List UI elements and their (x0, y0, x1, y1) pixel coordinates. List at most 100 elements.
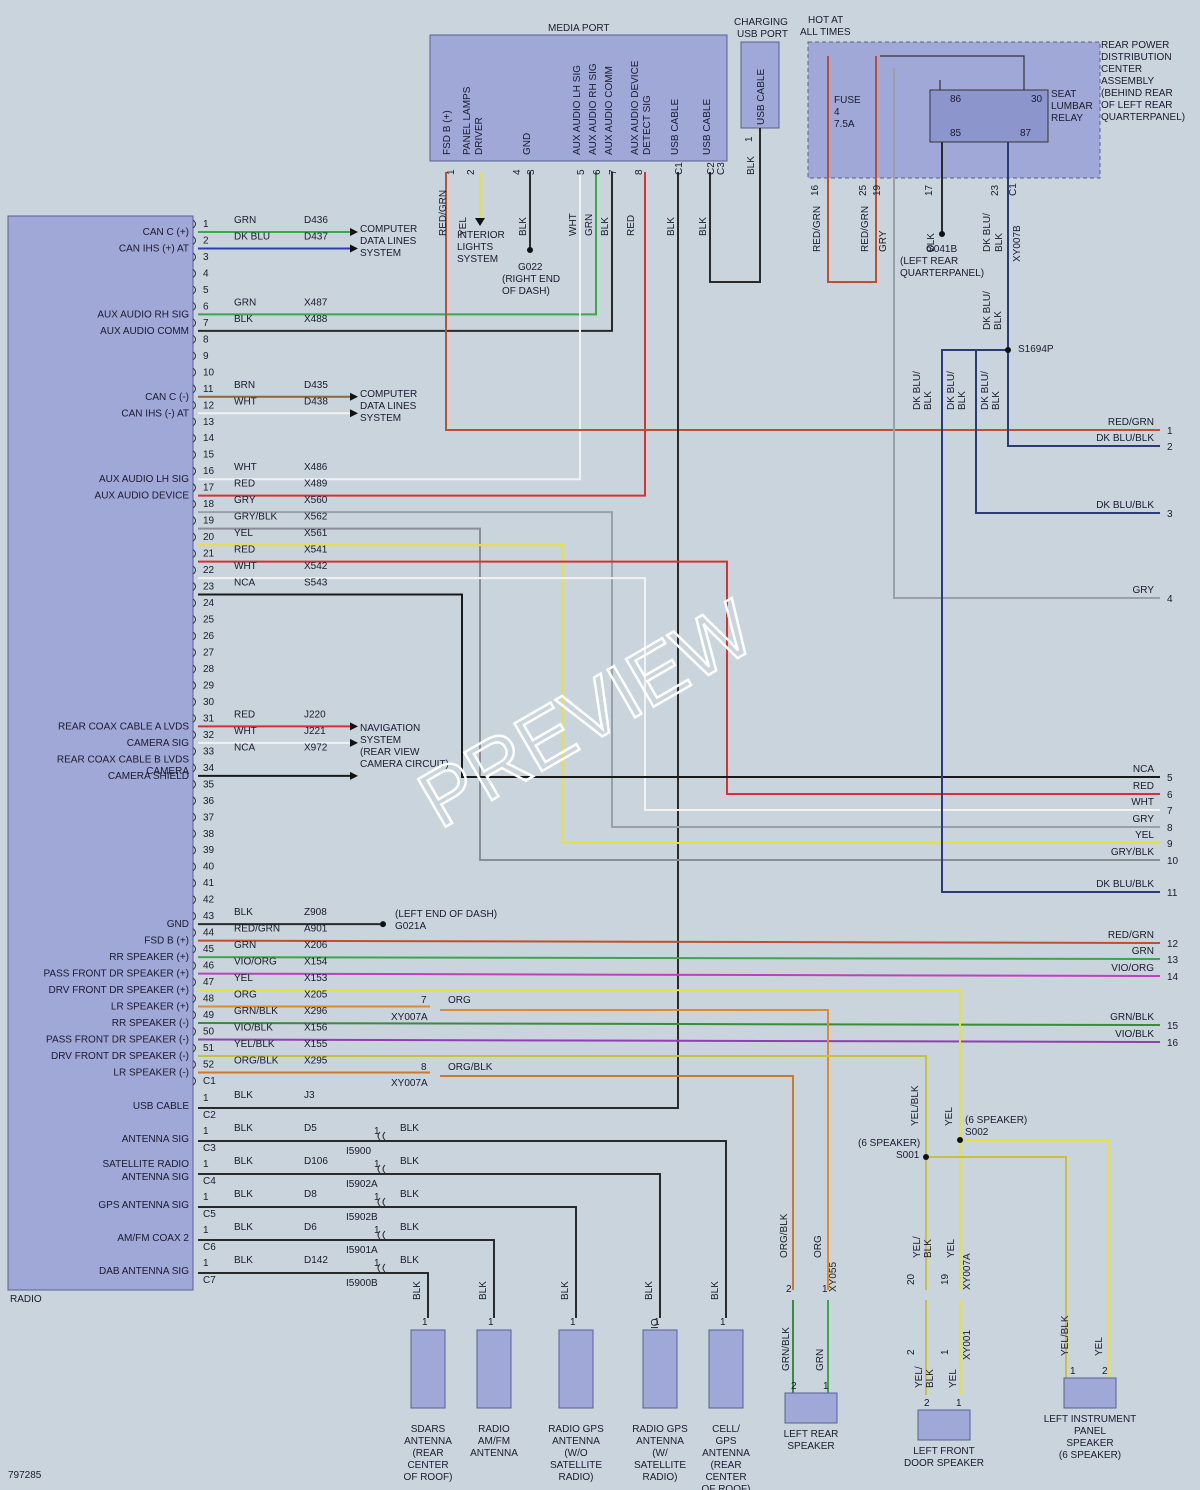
pin-terminal (192, 466, 196, 476)
right-wire-color: RED (1133, 781, 1154, 792)
pin-number: 18 (203, 499, 215, 510)
speaker-caption: LEFT FRONT (913, 1446, 974, 1457)
pin-number: 1 (822, 1284, 828, 1295)
connector-id: C2 (203, 1110, 216, 1121)
speaker-caption: SPEAKER (787, 1441, 834, 1452)
pin-number: 8 (421, 1062, 427, 1073)
splice-id: S1694P (1018, 344, 1054, 355)
pin-terminal (192, 450, 196, 460)
antenna-caption: (W/ (652, 1448, 668, 1459)
dest-label: LIGHTS (457, 242, 493, 253)
wire-speaker-out (197, 1038, 1161, 1043)
pin-number: 38 (203, 829, 215, 840)
circuit-id: Z908 (304, 907, 327, 918)
circuit-id: X296 (304, 1006, 328, 1017)
connector-id: XY055 (828, 1262, 839, 1292)
pin-number: 20 (203, 532, 215, 543)
pin-function: CAMERA SIG (127, 738, 189, 749)
right-pin: 16 (1167, 1038, 1179, 1049)
pin-function: DRV FRONT DR SPEAKER (-) (51, 1051, 189, 1062)
rpdc-title: REAR POWER (1101, 40, 1169, 51)
pin-number: 42 (203, 895, 215, 906)
seat-lumbar-relay (929, 89, 1049, 143)
pin-function: USB CABLE (133, 1101, 189, 1112)
dest-label: (LEFT END OF DASH) (395, 909, 497, 920)
right-pin: 1 (1167, 426, 1173, 437)
splice-label: S001 (896, 1150, 920, 1161)
circuit-id: X560 (304, 495, 328, 506)
antenna-module (476, 1329, 512, 1409)
media-pin-number: 7 (608, 169, 619, 175)
circuit-id: X487 (304, 297, 328, 308)
speaker-pin: 2 (1102, 1366, 1108, 1377)
wire-usb-cable (198, 172, 679, 1109)
pin-number: 43 (203, 911, 215, 922)
pin-terminal (192, 302, 196, 311)
right-wire-color: GRY (1133, 814, 1155, 825)
rpdc-title: CENTER (1101, 64, 1142, 75)
wire-dkblu-3 (975, 349, 1160, 514)
relay-pin: 85 (950, 128, 962, 139)
pin-number: 19 (203, 516, 215, 527)
pin-function: LR SPEAKER (-) (113, 1067, 189, 1078)
pin-number: 35 (203, 779, 215, 790)
antenna-caption: (REAR (412, 1448, 443, 1459)
wire-color: WHT (234, 726, 257, 737)
antenna-caption: ANTENNA (404, 1436, 452, 1447)
right-pin: 7 (1167, 806, 1173, 817)
wire-speaker-out (197, 939, 1161, 944)
speaker-wire-color: YEL (1094, 1337, 1105, 1356)
wire-color: DK BLU/ (946, 371, 957, 410)
wire-color: ORG (448, 995, 471, 1006)
speaker-pin: 1 (1070, 1366, 1076, 1377)
pin-number: 27 (203, 647, 215, 658)
pin-function: AM/FM COAX 2 (117, 1233, 189, 1244)
pin-number: 1 (203, 1126, 209, 1137)
pin-number: 31 (203, 713, 215, 724)
pin-function: CAN C (-) (145, 392, 189, 403)
speaker-wire-color: ORG/BLK (779, 1213, 790, 1258)
fuse-label: FUSE (834, 95, 861, 106)
charging-usb-module (740, 41, 780, 129)
media-pin-function: AUX AUDIO COMM (604, 66, 615, 155)
wire-aux-rh (198, 172, 597, 316)
right-wire-color: YEL (1135, 830, 1154, 841)
relay-pin: 30 (1031, 94, 1043, 105)
antenna-caption: RADIO GPS (632, 1424, 688, 1435)
dest-label: COMPUTER (360, 389, 417, 400)
wire-drv-plus (198, 989, 961, 1290)
wire-color: VIO/ORG (234, 957, 277, 968)
ground-symbol (380, 921, 386, 928)
wire-color: DK BLU/ (912, 371, 923, 410)
right-pin: 5 (1167, 773, 1173, 784)
pin-number: 6 (203, 301, 209, 312)
circuit-id: X489 (304, 479, 328, 490)
antenna-wire-color: BLK (478, 1281, 489, 1300)
fuse-label: 7.5A (834, 119, 855, 130)
pin-number: 30 (203, 697, 215, 708)
pin-terminal (192, 334, 196, 344)
antenna-module (708, 1329, 744, 1409)
splice-id: I5900 (346, 1146, 371, 1157)
pin-terminal (192, 318, 196, 328)
antenna-caption: ANTENNA (636, 1436, 684, 1447)
connector-id: XY007A (391, 1078, 428, 1089)
right-pin: 6 (1167, 790, 1173, 801)
relay-label: SEAT (1051, 89, 1076, 100)
pin-number: 40 (203, 862, 215, 873)
pin-number: 1 (203, 1093, 209, 1104)
pin-number: 7 (421, 995, 427, 1006)
pin-function: AUX AUDIO DEVICE (95, 491, 190, 502)
rpdc-connector: XY007B (1012, 225, 1023, 262)
pin-function: CAN C (+) (143, 227, 189, 238)
pin-number: 19 (940, 1273, 951, 1285)
antenna-wire-color: BLK (644, 1281, 655, 1300)
connector-id: C4 (203, 1176, 216, 1187)
antenna-caption: CELL/ (712, 1424, 740, 1435)
ground-symbol (527, 247, 533, 253)
rpdc-wire-color: BLK (994, 233, 1005, 252)
wire-speaker-out (197, 956, 1161, 960)
pin-terminal (192, 812, 196, 822)
media-wire-color: BLK (666, 217, 677, 236)
pin-terminal (192, 763, 196, 773)
